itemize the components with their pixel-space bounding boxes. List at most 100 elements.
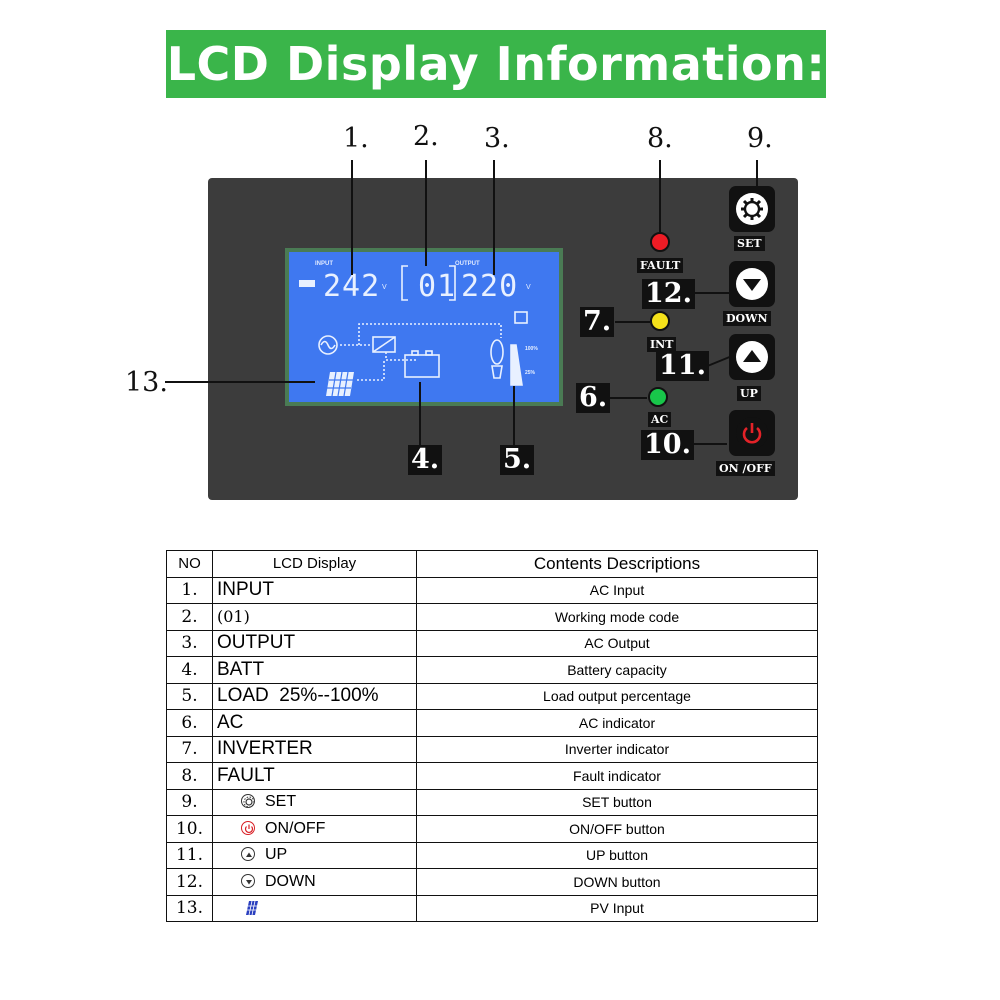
row-desc: UP button <box>416 841 818 869</box>
battery-icon <box>404 354 440 378</box>
lcd-output-unit: V <box>526 284 531 291</box>
inverter-icon <box>372 336 396 353</box>
row-no: 4. <box>166 656 213 684</box>
callout-lines <box>165 160 758 445</box>
lcd-panel-diagram: INPUT OUTPUT 242 V 01 220 V 100% 25% <box>125 121 798 500</box>
ac-led <box>648 387 668 407</box>
gear-icon <box>741 198 763 220</box>
row-lcd: AC <box>212 709 417 737</box>
row-lcd-text: SET <box>265 793 297 811</box>
callout-1: 1. <box>343 123 369 154</box>
table-row: 7. INVERTER Inverter indicator <box>166 735 818 763</box>
lcd-output-value: 220 <box>461 269 519 304</box>
row-no: 3. <box>166 629 213 657</box>
up-arrow-icon <box>743 350 761 362</box>
ac-source-icon <box>318 335 338 355</box>
set-label: SET <box>734 236 765 251</box>
header-contents: Contents Descriptions <box>416 550 818 578</box>
callout-7: 7. <box>580 307 615 337</box>
row-lcd: INPUT <box>212 576 417 604</box>
up-button[interactable] <box>729 334 775 380</box>
row-no: 5. <box>166 682 213 710</box>
callout-2: 2. <box>413 121 439 152</box>
row-desc: AC Input <box>416 576 818 604</box>
mode-bracket-right-icon <box>449 265 456 301</box>
callout-5: 5. <box>500 445 535 475</box>
header-lcd-display: LCD Display <box>212 550 417 578</box>
fault-led <box>650 232 670 252</box>
callout-4: 4. <box>408 445 443 475</box>
row-desc: DOWN button <box>416 868 818 896</box>
callout-13: 13. <box>125 367 168 398</box>
row-no: 12. <box>166 868 213 896</box>
row-desc: AC indicator <box>416 709 818 737</box>
table-row: 4. BATT Battery capacity <box>166 656 818 684</box>
ac-badge-icon <box>299 280 315 287</box>
row-lcd-text: ON/OFF <box>265 819 326 837</box>
table-row: 3. OUTPUT AC Output <box>166 629 818 657</box>
diagram-graphics <box>165 160 758 445</box>
load-bulb-icon <box>490 339 504 365</box>
load-bar-icon <box>510 344 523 386</box>
description-table: NO LCD Display Contents Descriptions 1. … <box>166 550 818 922</box>
row-desc: Working mode code <box>416 603 818 631</box>
solar-panel-icon <box>246 901 258 916</box>
down-arrow-icon <box>241 873 255 888</box>
callout-8: 8. <box>647 123 673 154</box>
table-row: 11. UP UP button <box>166 841 818 869</box>
row-desc: ON/OFF button <box>416 815 818 843</box>
down-arrow-icon <box>743 279 761 291</box>
set-button[interactable] <box>729 186 775 232</box>
row-lcd: ON/OFF <box>212 815 417 843</box>
lcd-icons <box>299 265 528 397</box>
row-lcd-text: DOWN <box>265 872 316 890</box>
table-row: 5. LOAD 25%--100% Load output percentage <box>166 682 818 710</box>
speaker-icon <box>514 311 528 324</box>
callout-line-11 <box>704 355 733 368</box>
row-desc: SET button <box>416 788 818 816</box>
flow-line-icon <box>340 323 502 346</box>
row-no: 9. <box>166 788 213 816</box>
solar-panel-icon <box>326 371 354 397</box>
ac-label: AC <box>648 412 672 427</box>
row-no: 2. <box>166 603 213 631</box>
callout-10: 10. <box>641 430 694 460</box>
row-no: 11. <box>166 841 213 869</box>
fault-label: FAULT <box>637 258 684 273</box>
table-row: 9. SET SET button <box>166 788 818 816</box>
row-lcd-text: UP <box>265 846 288 864</box>
row-no: 13. <box>166 894 213 922</box>
row-lcd: SET <box>212 788 417 816</box>
row-lcd <box>212 894 417 922</box>
up-arrow-icon <box>241 847 255 862</box>
on-off-button[interactable] <box>729 410 775 456</box>
row-desc: AC Output <box>416 629 818 657</box>
row-lcd: LOAD 25%--100% <box>212 682 417 710</box>
page-title: LCD Display Information: <box>166 30 826 98</box>
row-lcd: INVERTER <box>212 735 417 763</box>
down-button[interactable] <box>729 261 775 307</box>
callout-6: 6. <box>576 383 611 413</box>
row-desc: Fault indicator <box>416 762 818 790</box>
mode-bracket-left-icon <box>401 265 408 301</box>
row-desc: Battery capacity <box>416 656 818 684</box>
callout-11: 11. <box>656 351 709 381</box>
row-lcd: OUTPUT <box>212 629 417 657</box>
row-desc: Load output percentage <box>416 682 818 710</box>
row-lcd: DOWN <box>212 868 417 896</box>
table-row: 1. INPUT AC Input <box>166 576 818 604</box>
table-row: 10. ON/OFF ON/OFF button <box>166 815 818 843</box>
int-label: INT <box>647 337 677 352</box>
row-no: 7. <box>166 735 213 763</box>
lcd-output-label: OUTPUT <box>455 261 480 267</box>
power-icon <box>241 820 255 835</box>
gear-icon <box>241 794 255 809</box>
row-lcd: BATT <box>212 656 417 684</box>
table-header-row: NO LCD Display Contents Descriptions <box>166 550 818 578</box>
down-label: DOWN <box>723 311 771 326</box>
table-row: 8. FAULT Fault indicator <box>166 762 818 790</box>
row-desc: PV Input <box>416 894 818 922</box>
lcd-load-100: 100% <box>525 346 538 352</box>
row-no: 1. <box>166 576 213 604</box>
row-no: 6. <box>166 709 213 737</box>
